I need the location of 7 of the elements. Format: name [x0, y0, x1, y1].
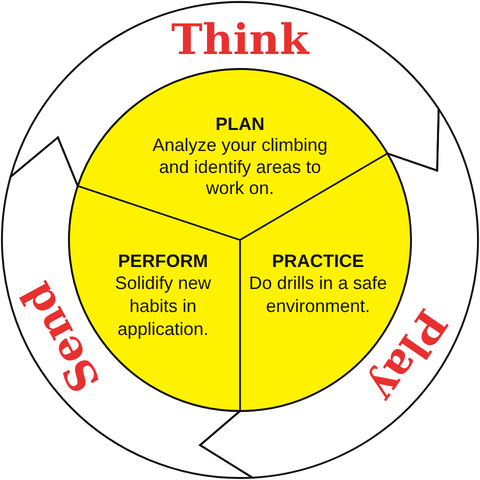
sector-description: Analyze your climbing and identify areas to work on. — [151, 135, 329, 200]
sector-heading: PERFORM — [118, 250, 208, 272]
sector-heading: PRACTICE — [272, 250, 364, 272]
sector-description: Do drills in a safe environment. — [248, 272, 388, 316]
sector-heading: PLAN — [216, 113, 264, 135]
stage-label: Think — [171, 16, 309, 64]
sector-description: Solidify new habits in application. — [114, 272, 212, 341]
